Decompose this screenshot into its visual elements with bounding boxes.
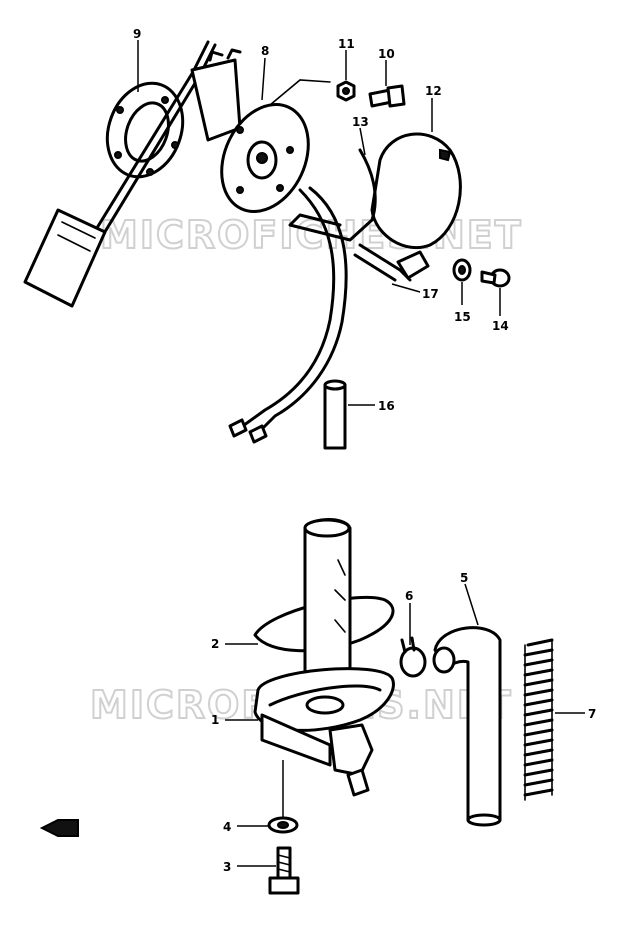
callout-10: 10 xyxy=(378,47,395,61)
part-1-fuel-cock xyxy=(253,518,395,797)
callout-16: 16 xyxy=(378,399,395,413)
wire-harness xyxy=(228,186,412,444)
part-11-nut xyxy=(336,80,356,102)
callout-5: 5 xyxy=(460,571,468,585)
part-13-bracket xyxy=(288,148,377,242)
callout-7: 7 xyxy=(588,707,596,721)
part-16-tube xyxy=(323,379,347,450)
watermark-top: MICROFICHES.NET xyxy=(100,213,523,257)
callout-11: 11 xyxy=(338,37,355,51)
part-12-cover xyxy=(370,132,462,250)
part-7-spring xyxy=(523,638,554,801)
callout-13: 13 xyxy=(352,115,369,129)
callout-2: 2 xyxy=(211,637,219,651)
leader-lines xyxy=(137,40,585,867)
callout-6: 6 xyxy=(405,589,413,603)
part-8-sender-unit xyxy=(190,48,331,213)
callout-4: 4 xyxy=(223,820,231,834)
part-14-screw xyxy=(480,268,511,288)
front-arrow-icon xyxy=(39,819,79,837)
part-6-clip xyxy=(399,636,427,678)
callout-15: 15 xyxy=(454,310,471,324)
callout-3: 3 xyxy=(223,860,231,874)
callout-14: 14 xyxy=(492,319,509,333)
part-15-washer xyxy=(452,258,472,282)
part-9-gasket xyxy=(105,81,185,179)
part-4-washer xyxy=(267,816,299,834)
callout-12: 12 xyxy=(425,84,442,98)
float xyxy=(23,208,107,308)
part-17-connector xyxy=(396,250,430,280)
part-3-bolt xyxy=(268,846,300,895)
part-10-bolt xyxy=(368,84,406,108)
part-5-hose xyxy=(432,626,502,827)
callout-1: 1 xyxy=(211,713,219,727)
callout-17: 17 xyxy=(422,287,439,301)
callout-8: 8 xyxy=(261,44,269,58)
callout-9: 9 xyxy=(133,27,141,41)
